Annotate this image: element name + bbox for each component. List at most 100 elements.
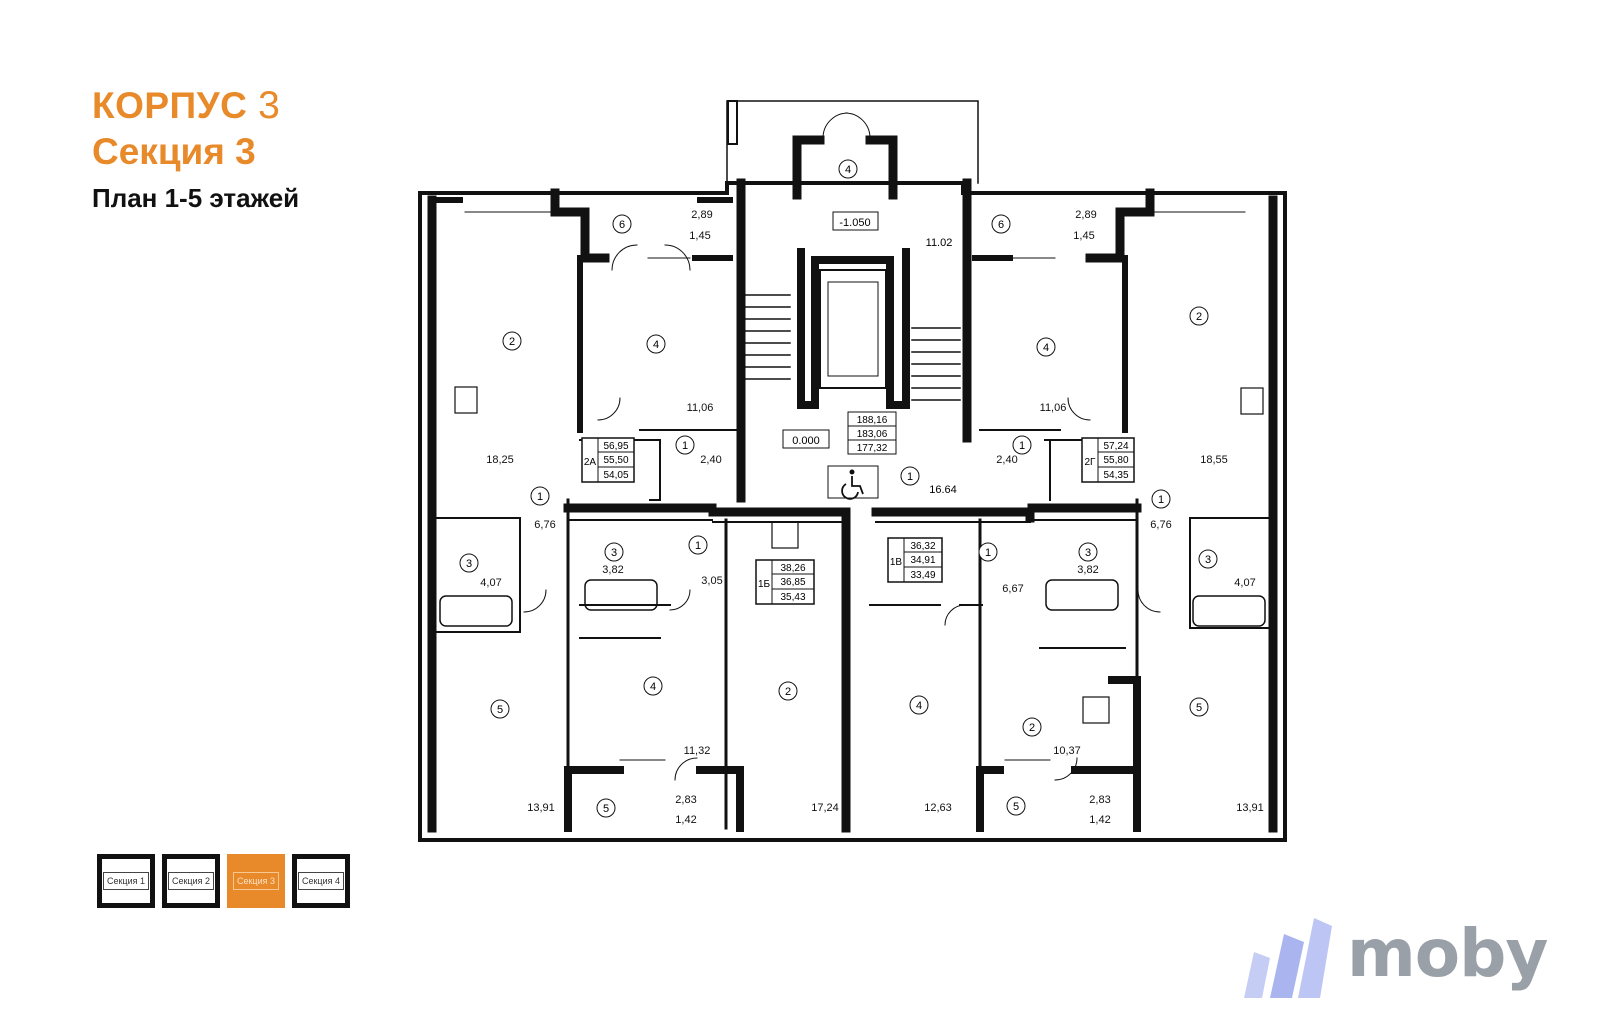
room-circle (490, 699, 510, 719)
vestibule-walls (792, 135, 898, 200)
room-number: 2 (1029, 722, 1035, 734)
apartment-code: 1Б (758, 579, 771, 590)
apartment-living: 55,50 (603, 455, 628, 466)
room-circle (459, 553, 479, 573)
elevation-top: -1.050 (839, 217, 870, 229)
area-label: 18,25 (486, 454, 514, 466)
vestibule-column (727, 100, 738, 145)
room-number: 4 (653, 339, 659, 351)
stove-1 (454, 386, 478, 414)
room-circle (991, 214, 1011, 234)
core-area-2: 183,06 (857, 429, 888, 440)
stove-2 (1240, 387, 1264, 415)
building-label: КОРПУС (92, 85, 248, 126)
partition-right-4 (978, 498, 1139, 830)
apartment-living: 36,85 (780, 577, 805, 588)
apartment-table-1v: 1В 36,32 34,91 33,49 (887, 537, 943, 583)
partition-left-2 (577, 255, 733, 433)
room-circle (1006, 796, 1026, 816)
room-number: 4 (845, 164, 851, 176)
room-circle (909, 695, 929, 715)
room-number: 1 (985, 547, 991, 559)
elevator-shaft (797, 248, 910, 409)
stairs-right (911, 327, 961, 401)
bathtub-4 (1192, 595, 1266, 627)
core-area-3: 177,32 (857, 443, 888, 454)
section-tab-label: Секция 2 (168, 872, 214, 890)
area-label: 11,06 (1040, 402, 1067, 414)
partition-wet-right (1189, 517, 1274, 629)
section-tab-3[interactable]: Секция 3 (227, 854, 285, 908)
room-number: 4 (1043, 342, 1049, 354)
window-lines (464, 211, 1246, 761)
plan-title: План 1-5 этажей (92, 183, 300, 213)
apartment-code: 1В (890, 557, 903, 568)
room-circle (596, 798, 616, 818)
bathtub-1 (439, 595, 513, 627)
elevation-main-box (782, 429, 830, 449)
corridor-wall (563, 503, 1142, 833)
bathtub-2 (584, 579, 658, 611)
area-label: 6,67 (1002, 583, 1023, 595)
area-label: 13,91 (1236, 802, 1264, 814)
apartment-total: 38,26 (780, 563, 805, 574)
room-circle (1198, 549, 1218, 569)
room-circle (838, 159, 858, 179)
area-label: 2,89 (1075, 209, 1096, 221)
room-number: 4 (916, 700, 922, 712)
apartment-living: 55,80 (1103, 455, 1128, 466)
elevator-car-inner (827, 281, 879, 377)
apartment-code: 2Г (1085, 457, 1097, 468)
area-label: 1,45 (1073, 230, 1094, 242)
apartment-other: 54,05 (603, 470, 628, 481)
area-label: 4,07 (1234, 577, 1255, 589)
room-circle (1078, 542, 1098, 562)
partition-right-2 (972, 255, 1128, 433)
area-label: 18,55 (1200, 454, 1228, 466)
section-tab-1[interactable]: Секция 1 (97, 854, 155, 908)
area-label: 2,83 (675, 794, 696, 806)
apartment-total: 57,24 (1103, 441, 1128, 452)
section-selector: Секция 1 Секция 2 Секция 3 Секция 4 (97, 854, 357, 908)
area-label: 1,45 (689, 230, 710, 242)
room-number: 5 (603, 803, 609, 815)
area-label: 4,07 (480, 577, 501, 589)
room-number: 1 (1019, 440, 1025, 452)
room-circle (502, 331, 522, 351)
apartment-code: 2А (584, 457, 597, 468)
area-label: 6,76 (1150, 519, 1171, 531)
stove-4 (1082, 696, 1110, 724)
apartment-total: 56,95 (603, 441, 628, 452)
section-tab-label: Секция 4 (298, 872, 344, 890)
area-label: 3,82 (1077, 564, 1098, 576)
area-label: 2,89 (691, 209, 712, 221)
room-circle (646, 334, 666, 354)
area-label: 2,83 (1089, 794, 1110, 806)
apartment-other: 35,43 (780, 592, 805, 603)
room-circle (530, 486, 550, 506)
balcony-bottom-left (564, 766, 744, 832)
room-number: 3 (466, 558, 472, 570)
core-areas-table: 188,16 183,06 177,32 (847, 411, 897, 455)
room-number: 5 (497, 704, 503, 716)
room-circle (1151, 489, 1171, 509)
room-circle (978, 542, 998, 562)
room-circle (643, 676, 663, 696)
core-area-1: 188,16 (857, 415, 888, 426)
room-number: 5 (1013, 801, 1019, 813)
balcony-bottom-right (976, 676, 1141, 832)
room-number: 3 (1205, 554, 1211, 566)
section-title: Секция 3 (92, 131, 256, 172)
area-labels: 2,89 1,45 2,89 1,45 11,06 11,06 18,25 18,55 6,76… (480, 209, 1263, 826)
apartment-total: 36,32 (910, 541, 935, 552)
room-number: 1 (695, 540, 701, 552)
area-label: 11,06 (687, 402, 714, 414)
stair-area: 11.02 (926, 237, 953, 249)
elevator-car (819, 269, 887, 389)
area-label: 2,40 (700, 454, 721, 466)
area-label: 3,05 (701, 575, 722, 587)
section-tab-2[interactable]: Секция 2 (162, 854, 220, 908)
section-tab-4[interactable]: Секция 4 (292, 854, 350, 908)
area-label: 17,24 (811, 802, 839, 814)
